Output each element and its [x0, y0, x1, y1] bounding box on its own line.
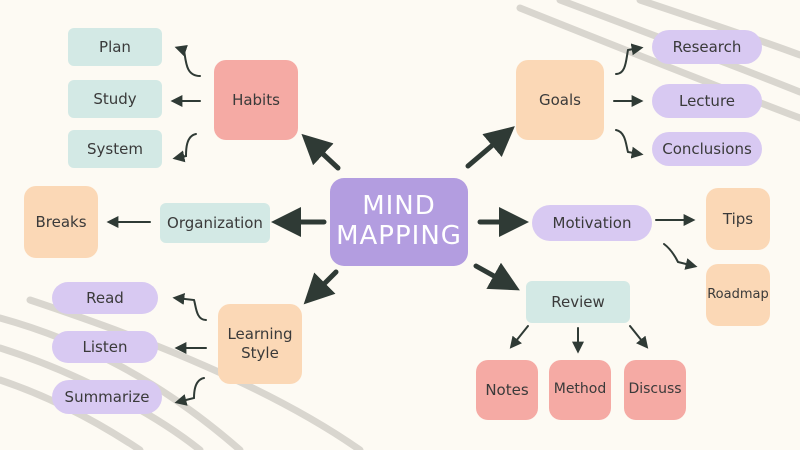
plan-node: Plan — [68, 28, 162, 66]
method-node: Method — [549, 360, 611, 420]
arrow-center-to-review — [473, 262, 520, 291]
learning-style-node: Learning Style — [218, 304, 302, 384]
arrow-goals-to-research — [615, 43, 644, 75]
central-topic-line1: MIND — [362, 191, 436, 222]
motivation-node: Motivation — [532, 205, 652, 241]
arrow-goals-to-conclusions — [615, 129, 644, 159]
arrow-review-to-notes — [509, 325, 529, 349]
learning-style-line2: Style — [241, 344, 279, 362]
discuss-node: Discuss — [624, 360, 686, 420]
central-topic-line2: MAPPING — [336, 221, 462, 251]
organization-node: Organization — [160, 203, 270, 243]
research-node: Research — [652, 30, 762, 64]
roadmap-node: Roadmap — [706, 264, 770, 326]
listen-node: Listen — [52, 331, 158, 363]
system-node: System — [68, 130, 162, 168]
study-node: Study — [68, 80, 162, 118]
read-node: Read — [52, 282, 158, 314]
arrow-learning-to-summarize — [174, 377, 205, 406]
review-node: Review — [526, 281, 630, 323]
summarize-node: Summarize — [52, 380, 162, 414]
arrow-review-to-discuss — [629, 325, 649, 349]
arrow-center-to-learning-style — [303, 269, 339, 305]
habits-node: Habits — [214, 60, 298, 140]
goals-node: Goals — [516, 60, 604, 140]
arrow-habits-to-system — [172, 133, 197, 163]
tips-node: Tips — [706, 188, 770, 250]
conclusions-node: Conclusions — [652, 132, 762, 166]
arrow-motivation-to-roadmap — [663, 243, 698, 270]
arrow-center-to-habits — [301, 133, 341, 171]
lecture-node: Lecture — [652, 84, 762, 118]
notes-node: Notes — [476, 360, 538, 420]
arrow-habits-to-plan — [174, 44, 201, 77]
arrow-center-to-goals — [465, 126, 515, 169]
breaks-node: Breaks — [24, 186, 98, 258]
central-topic: MIND MAPPING — [330, 178, 468, 266]
learning-style-line1: Learning — [227, 325, 293, 344]
arrow-learning-to-read — [172, 292, 207, 321]
connectors — [106, 43, 698, 406]
